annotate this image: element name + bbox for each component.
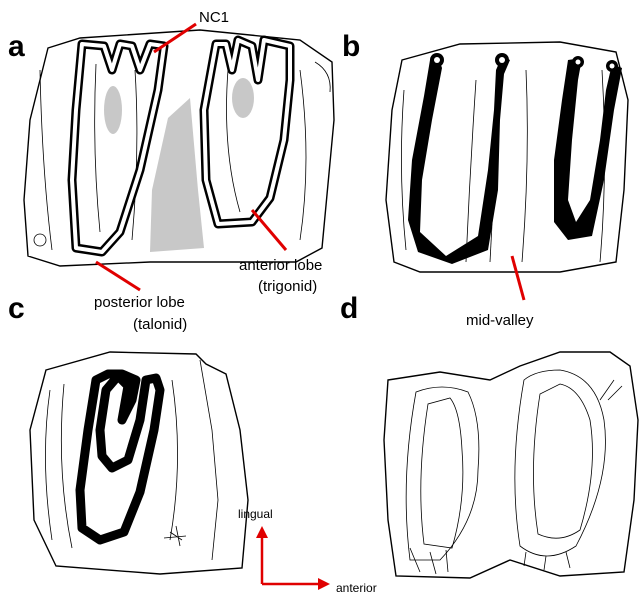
panel-c: c [8,292,248,574]
label-nc1: NC1 [199,9,229,26]
label-anterior: anterior [336,581,377,595]
anterior-arrowhead [318,578,330,590]
panel-letter-d: d [340,292,358,325]
label-mid-valley: mid-valley [466,312,534,329]
panel-d: d [340,292,638,578]
panel-a: a NC1 anterior lobe (trigonid) posterior… [8,9,334,333]
tooth-outline-d [384,352,638,578]
panel-letter-a: a [8,30,25,63]
dentine-left-a [104,86,122,134]
label-trigonid: (trigonid) [258,278,317,295]
orientation-indicator: lingual anterior [238,507,377,595]
panel-letter-b: b [342,30,360,63]
panel-letter-c: c [8,292,25,325]
label-lingual: lingual [238,507,273,521]
callout-posterior-lobe [96,262,140,290]
label-talonid: (talonid) [133,316,187,333]
label-anterior-lobe: anterior lobe [239,257,322,274]
dentine-right-a [232,78,254,118]
label-posterior-lobe: posterior lobe [94,294,185,311]
lingual-arrowhead [256,526,268,538]
panel-b: b mid-valley [342,30,628,329]
